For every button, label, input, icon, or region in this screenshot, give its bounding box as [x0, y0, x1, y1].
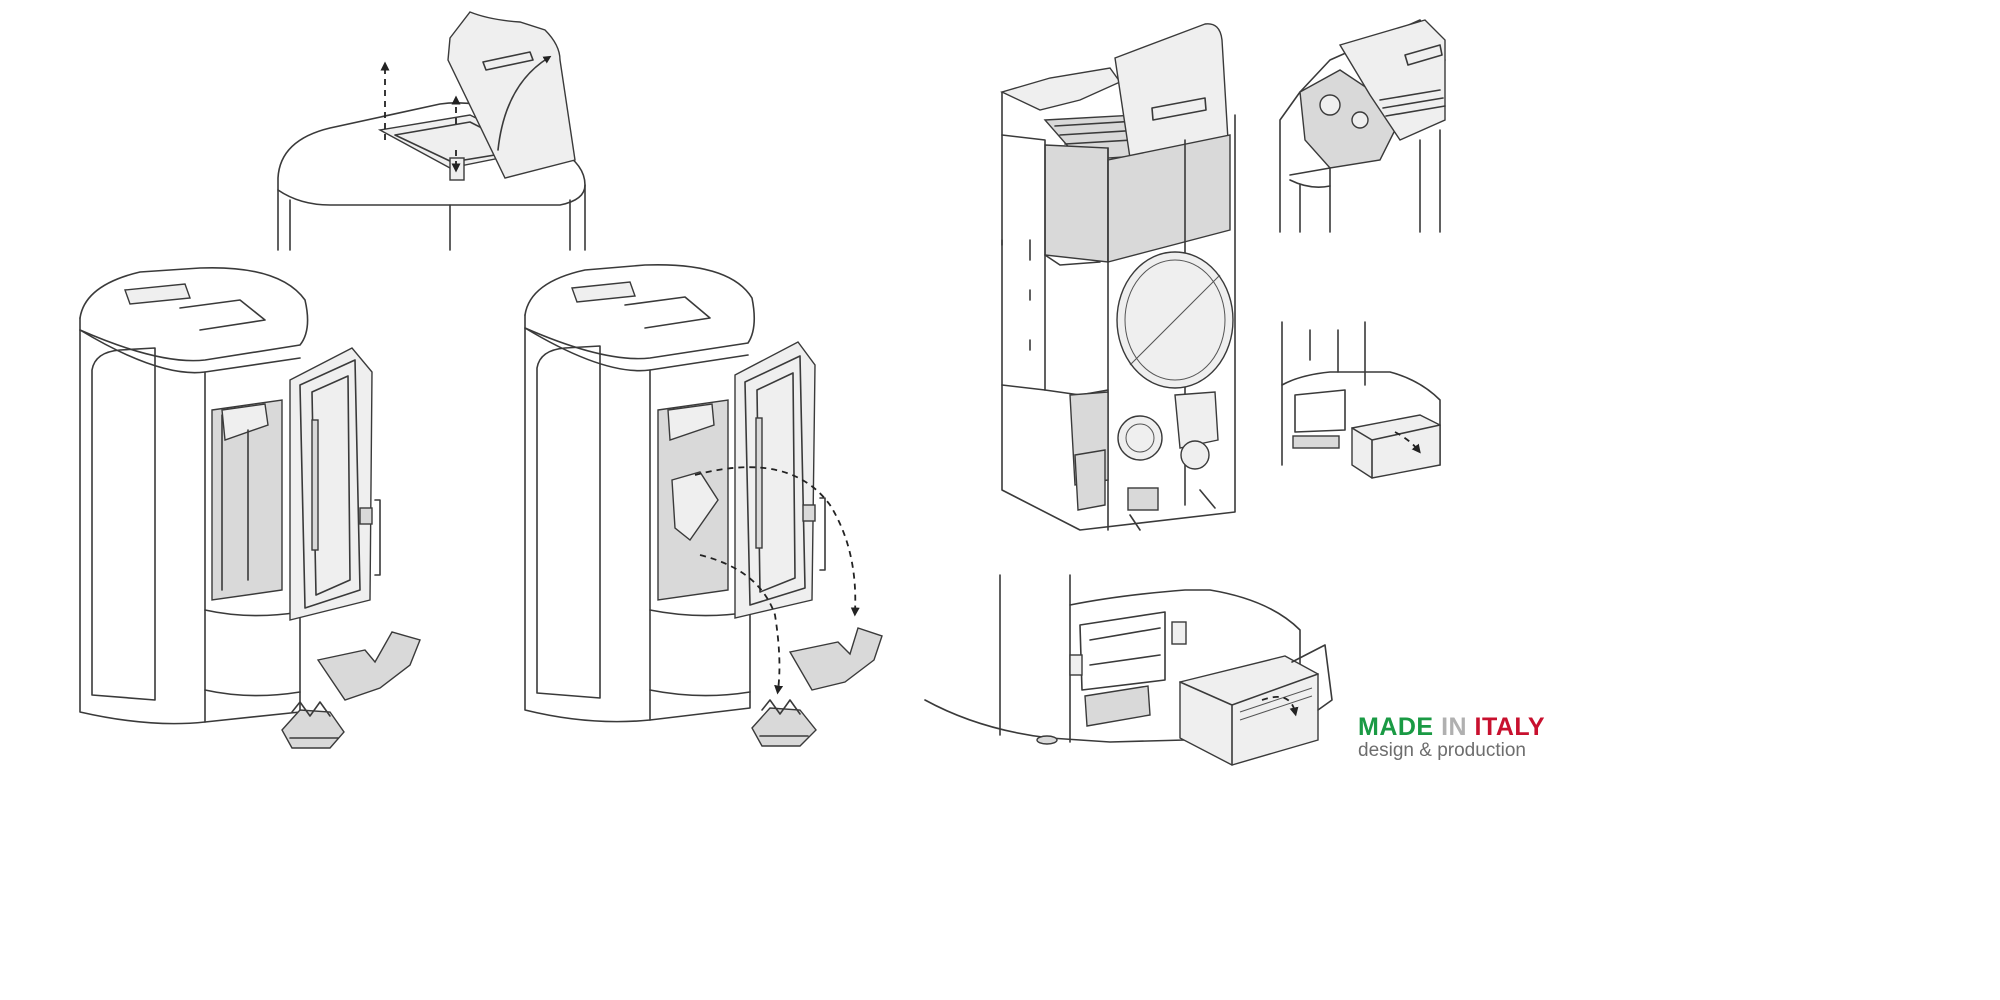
- control-panel: [124, 283, 191, 305]
- assembly-diagram: [79, 11, 1446, 766]
- removal-arrow-deflector: [694, 466, 860, 617]
- logo-word-italy: ITALY: [1474, 713, 1546, 741]
- removal-arrow-brazier: [699, 554, 784, 695]
- brazier-part: [281, 709, 345, 749]
- open-door: [289, 347, 373, 621]
- internal-frame-view: [1000, 23, 1236, 531]
- top-corner-detail: [1279, 19, 1446, 233]
- door-handle: [359, 507, 373, 525]
- stove-door-open: [79, 266, 421, 749]
- deflector-part: [316, 631, 421, 701]
- drawer-pull-arrow: [1261, 696, 1299, 717]
- hinge-bracket: [449, 157, 465, 181]
- ash-drawer-detail-small: [1281, 321, 1441, 479]
- open-hatch-lid: [447, 11, 576, 179]
- firebox: [211, 399, 283, 601]
- stove-parts-removed: [524, 263, 883, 747]
- combustion-fan: [1117, 415, 1163, 461]
- ash-drawer-detail-large: [924, 574, 1333, 766]
- logo-word-made: MADE: [1358, 713, 1434, 741]
- top-hatch-detail: [277, 11, 586, 251]
- access-plate: [1084, 685, 1151, 727]
- logo-word-in: IN: [1441, 713, 1468, 741]
- raised-top-panel: [1114, 23, 1229, 159]
- ash-drawer-large: [1179, 655, 1319, 766]
- made-in-italy-logo: MADE IN ITALY design & production: [1358, 715, 1558, 761]
- logo-subline: design & production: [1358, 740, 1526, 761]
- open-arc-arrow: [497, 55, 552, 151]
- ash-drawer-small: [1351, 414, 1441, 479]
- control-panel-2: [571, 281, 636, 303]
- logo-headline: MADE IN ITALY: [1358, 715, 1558, 740]
